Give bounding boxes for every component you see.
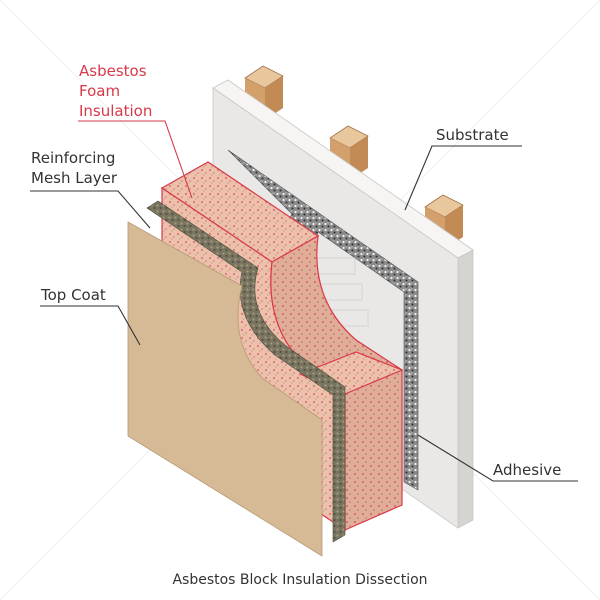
label-top-coat: Top Coat [40, 286, 106, 304]
reinforcing-mesh-layer [146, 200, 346, 543]
label-reinforcing-mesh-layer: Reinforcing Mesh Layer [31, 149, 120, 187]
leader-asbestos-foam [78, 120, 193, 199]
label-substrate: Substrate [436, 126, 509, 144]
label-asbestos-line2: Foam [79, 82, 120, 100]
leader-adhesive [417, 434, 578, 482]
leader-reinforcing-mesh [30, 190, 151, 229]
label-asbestos-line3: Insulation [79, 102, 152, 120]
label-asbestos-foam-insulation: Asbestos Foam Insulation [79, 62, 152, 120]
label-mesh-line1: Reinforcing [31, 149, 115, 167]
leader-top-coat [40, 305, 141, 346]
leader-lines [30, 120, 578, 482]
top-coat-sheet [127, 221, 323, 557]
figure-caption: Asbestos Block Insulation Dissection [172, 572, 427, 588]
label-mesh-line2: Mesh Layer [31, 169, 118, 187]
label-adhesive: Adhesive [493, 461, 561, 479]
label-asbestos-line1: Asbestos [79, 62, 147, 80]
leader-substrate [404, 145, 522, 211]
